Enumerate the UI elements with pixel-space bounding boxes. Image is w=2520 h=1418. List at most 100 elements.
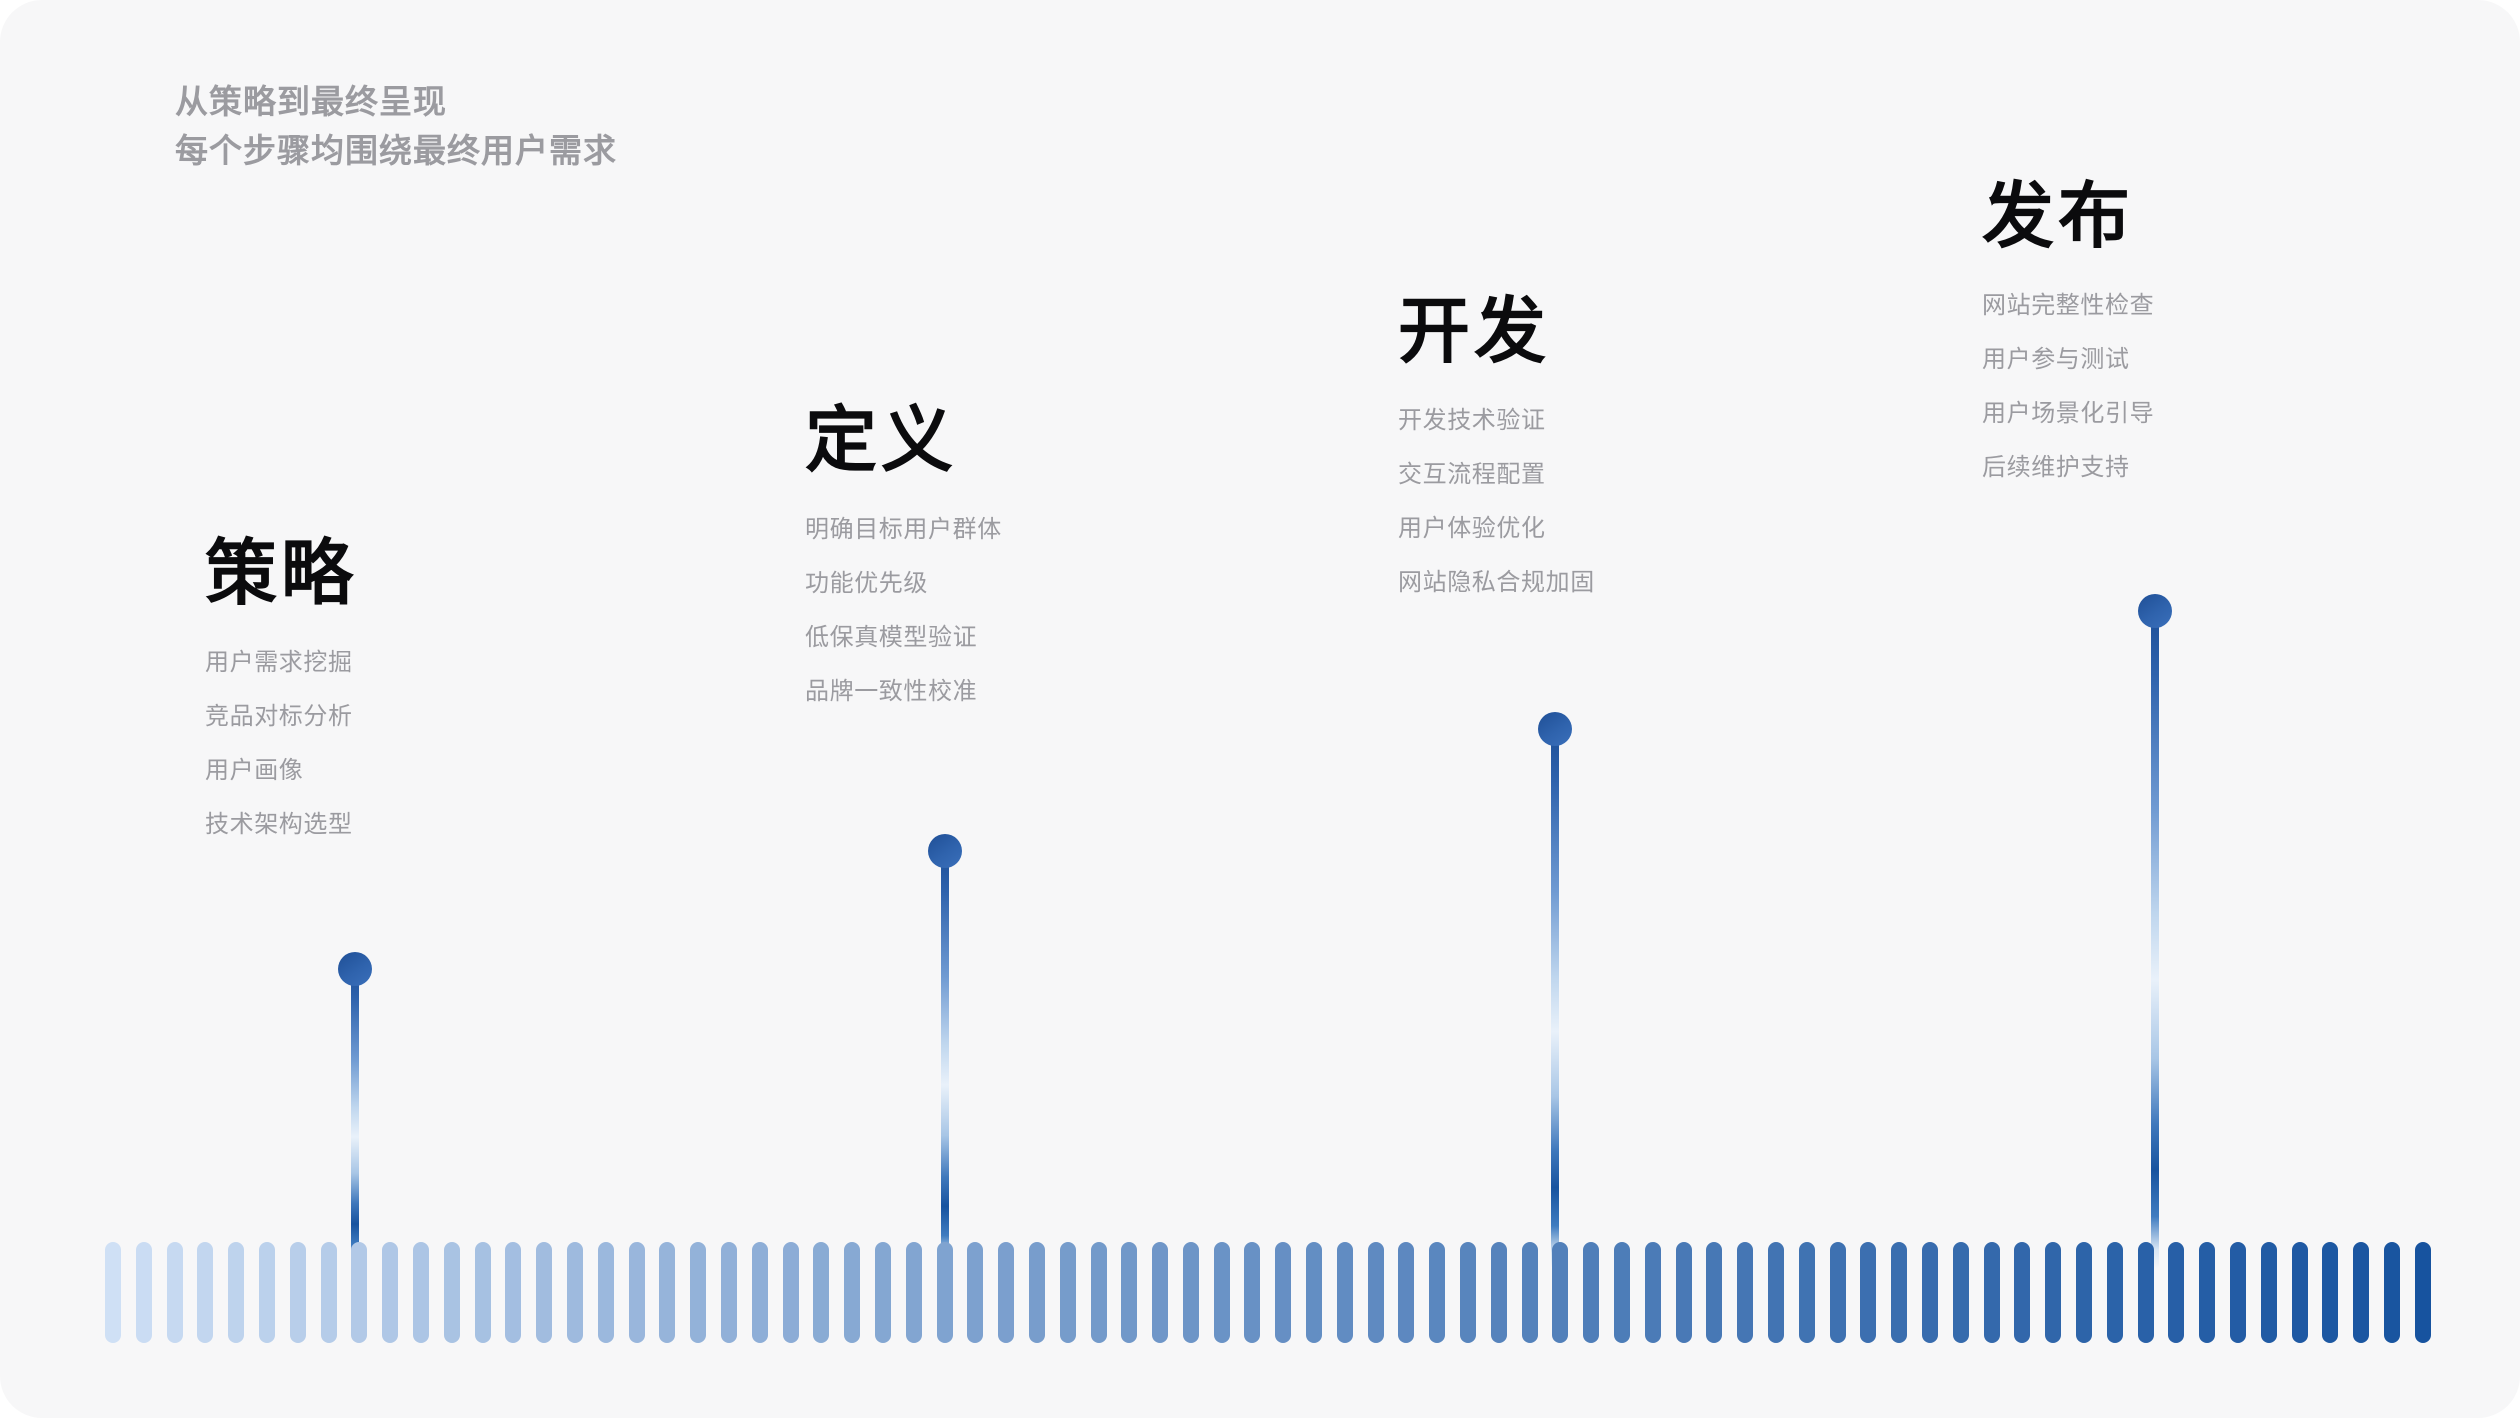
pin-dot-icon [338,952,372,986]
timeline-tick [1983,1242,2000,1343]
timeline-tick [2137,1242,2154,1343]
timeline-tick [1552,1242,1569,1343]
timeline-tick [566,1242,583,1343]
pin-dot-icon [2138,594,2172,628]
pin-stem-icon [351,969,359,1269]
timeline-tick [505,1242,522,1343]
timeline-tick [412,1242,429,1343]
header-block: 从策略到最终呈现 每个步骤均围绕最终用户需求 [175,78,617,176]
timeline-tick [2414,1242,2431,1343]
timeline-tick [1028,1242,1045,1343]
timeline-tick [1706,1242,1723,1343]
list-item: 品牌一致性校准 [805,677,978,705]
stage-item-list: 开发技术验证 交互流程配置 用户体验优化 网站隐私合规加固 [1398,406,1595,595]
header-line-1: 从策略到最终呈现 [175,83,447,120]
timeline-tick [2291,1242,2308,1343]
timeline-tick [659,1242,676,1343]
timeline-tick [2045,1242,2062,1343]
timeline-tick [1275,1242,1292,1343]
pin-stem-icon [941,851,949,1269]
timeline-tick [998,1242,1015,1343]
stage-title: 策略 [205,534,358,614]
timeline-tick [1952,1242,1969,1343]
timeline-tick [536,1242,553,1343]
timeline-tick [905,1242,922,1343]
timeline-tick [1336,1242,1353,1343]
timeline-tick [2260,1242,2277,1343]
timeline-tick [813,1242,830,1343]
stage-marker-pin-develop[interactable] [1538,712,1572,1286]
list-item: 技术架构选型 [205,810,353,838]
list-item: 用户场景化引导 [1982,399,2155,427]
timeline-tick [1244,1242,1261,1343]
timeline-tick [351,1242,368,1343]
timeline-tick [1398,1242,1415,1343]
stage-marker-pin-strategy[interactable] [338,952,372,1286]
timeline-tick [320,1242,337,1343]
list-item: 低保真模型验证 [805,623,978,651]
timeline-tick [782,1242,799,1343]
stage-item-list: 网站完整性检查 用户参与测试 用户场景化引导 后续维护支持 [1982,291,2155,480]
timeline-tick [874,1242,891,1343]
timeline-tick [289,1242,306,1343]
timeline-tick [1429,1242,1446,1343]
timeline-tick [1490,1242,1507,1343]
timeline-tick [2383,1242,2400,1343]
stage-title: 定义 [805,401,958,481]
timeline-tick [597,1242,614,1343]
list-item: 网站完整性检查 [1982,291,2155,319]
timeline-tick [443,1242,460,1343]
stage-item-list: 明确目标用户群体 功能优先级 低保真模型验证 品牌一致性校准 [805,515,1002,705]
timeline-tick [474,1242,491,1343]
timeline-tick [1614,1242,1631,1343]
timeline-tick [1922,1242,1939,1343]
timeline-tick [105,1242,121,1343]
pin-stem-icon [1551,729,1559,1269]
stage-group-release[interactable]: 发布 网站完整性检查 用户参与测试 用户场景化引导 后续维护支持 [1982,177,2155,480]
list-item: 功能优先级 [805,569,928,597]
timeline-tick [1182,1242,1199,1343]
timeline-tick [135,1242,152,1343]
timeline-tick [628,1242,645,1343]
timeline-tick [1798,1242,1815,1343]
stage-group-develop[interactable]: 开发 开发技术验证 交互流程配置 用户体验优化 网站隐私合规加固 [1398,294,1595,595]
stage-marker-pin-define[interactable] [928,834,962,1286]
list-item: 竞品对标分析 [205,702,353,730]
stage-group-define[interactable]: 定义 明确目标用户群体 功能优先级 低保真模型验证 品牌一致性校准 [805,401,1002,705]
stage-item-list: 用户需求挖掘 竞品对标分析 用户画像 技术架构选型 [205,650,357,838]
timeline-tick [1367,1242,1384,1343]
pin-dot-icon [1538,712,1572,746]
stage-group-strategy[interactable]: 策略 用户需求挖掘 竞品对标分析 用户画像 技术架构选型 [205,534,358,838]
timeline-tick [720,1242,737,1343]
timeline-tick [2229,1242,2246,1343]
timeline-tick-strip [105,1242,2431,1343]
timeline-tick [1583,1242,1600,1343]
timeline-tick [690,1242,707,1343]
timeline-tick [1152,1242,1169,1343]
stage-title: 发布 [1982,177,2135,257]
list-item: 用户参与测试 [1982,345,2130,373]
pin-dot-icon [928,834,962,868]
timeline-tick [2353,1242,2370,1343]
timeline-tick [2322,1242,2339,1343]
timeline-tick [1213,1242,1230,1343]
timeline-tick [2199,1242,2216,1343]
list-item: 明确目标用户群体 [805,515,1002,543]
timeline-tick [1860,1242,1877,1343]
timeline-tick [1768,1242,1785,1343]
timeline-tick [258,1242,275,1343]
timeline-tick [1306,1242,1323,1343]
timeline-tick [1644,1242,1661,1343]
stage-marker-pin-release[interactable] [2138,594,2172,1286]
timeline-tick [2106,1242,2123,1343]
timeline-tick [2168,1242,2185,1343]
timeline-tick [751,1242,768,1343]
timeline-tick [1521,1242,1538,1343]
list-item: 开发技术验证 [1398,406,1546,434]
timeline-tick [1121,1242,1138,1343]
timeline-tick [1829,1242,1846,1343]
timeline-tick [844,1242,861,1343]
timeline-tick [1460,1242,1477,1343]
timeline-tick [1891,1242,1908,1343]
